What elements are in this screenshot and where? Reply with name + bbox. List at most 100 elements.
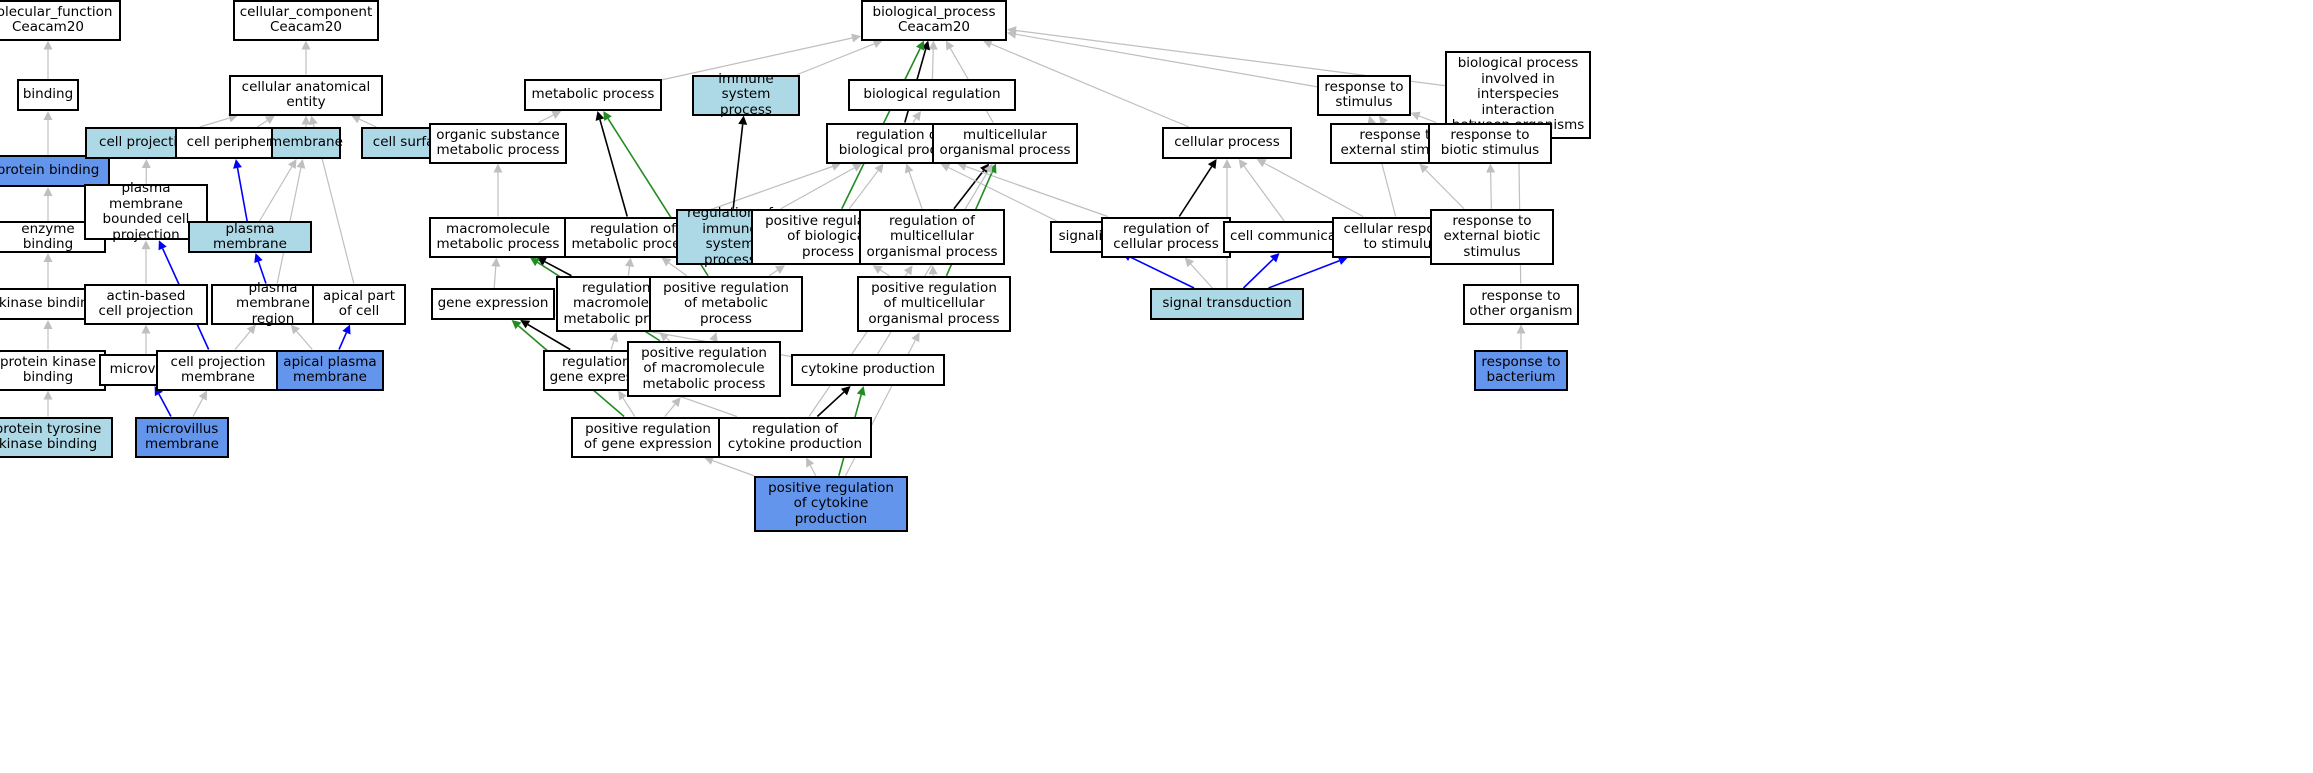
edge-regmcop-to-mcop (953, 170, 985, 210)
edge-arrowhead-cellproc-to-bp (982, 39, 993, 49)
edge-apm-to-apcell (338, 332, 348, 350)
edge-regmp-to-metab (599, 119, 628, 217)
go-term-node-pm: plasma membrane (188, 221, 312, 253)
go-term-node-mmp: macromolecule metabolic process (428, 216, 568, 258)
edge-mvmem-to-microvillus (158, 393, 172, 417)
go-term-node-cpmem: cell projection membrane (156, 349, 280, 391)
edge-arrowhead-regisp-to-immsys (738, 115, 748, 125)
edge-arrowhead-regcp-to-regbp (957, 162, 968, 171)
edge-cpmem-to-pmregion (234, 331, 251, 350)
go-term-node-posregmcop: positive regulation of multicellular org… (857, 275, 1011, 333)
go-term-node-bioreg: biological regulation (847, 79, 1017, 111)
go-term-node-metab: metabolic process (523, 79, 663, 111)
edge-arrowhead-mvmem-to-cpmem (198, 390, 207, 401)
go-term-node-respbact: response to bacterium (1474, 349, 1568, 391)
go-term-node-sigtrans: signal transduction (1150, 288, 1304, 320)
edge-pm-to-cellper (236, 167, 248, 222)
edge-arrowhead-posregcytoprod-to-regcytoprod (806, 457, 815, 468)
edge-arrowhead-respbact-to-respother (1516, 324, 1526, 334)
edge-arrowhead-ptkbind-to-pkbind (43, 390, 53, 400)
edge-arrowhead-regmmp-to-mmp (536, 257, 547, 266)
edge-arrowhead-posregmcop-to-mcop (988, 163, 997, 174)
go-term-node-mvmem: microvillus membrane (135, 416, 229, 458)
edge-arrowhead-kinbind-to-enzbind (43, 253, 53, 262)
edge-arrowhead-cae-to-cc (301, 40, 311, 50)
edge-posregmp-to-regmp (668, 262, 688, 277)
go-term-node-cytoprod: cytokine production (791, 354, 945, 386)
edge-arrowhead-posregmp-to-posregbp (775, 265, 785, 274)
edge-arrowhead-signaling-to-regbp (940, 163, 951, 172)
edge-arrowhead-binding-to-mf (43, 40, 53, 50)
edge-arrowhead-cellcomm-to-cellproc (1238, 159, 1248, 169)
edge-arrowhead-sigtrans-to-regcp (1184, 257, 1195, 268)
edge-geneexp-to-mmp (493, 266, 497, 289)
edge-posregcytoprod-to-posreggeneexp (712, 460, 755, 477)
edge-arrowhead-posregmcop-to-regmcop (928, 265, 938, 275)
edge-pm-to-membrane (259, 166, 293, 222)
edge-regmmp-to-regmp (627, 266, 631, 276)
go-term-node-posreggeneexp: positive regulation of gene expression (571, 416, 725, 458)
edge-arrowhead-bpinter-to-bp (1007, 26, 1017, 35)
go-term-node-apcell: apical part of cell (312, 283, 406, 325)
edge-resp-to-bp (1015, 33, 1318, 88)
edge-arrowhead-regmcop-to-regbp (904, 163, 914, 174)
edge-arrowhead-apm-to-pmregion (290, 324, 300, 335)
edge-regcp-to-regbp (965, 165, 1108, 218)
edge-sigtrans-to-signaling (1129, 256, 1195, 289)
edge-arrowhead-posreggeneexp-to-posregmmp (671, 397, 681, 408)
edge-arrowhead-sigtrans-to-cellresp (1337, 256, 1348, 265)
go-term-node-cae: cellular anatomical entity (229, 74, 383, 116)
edge-immsys-to-bp (797, 43, 875, 76)
edge-arrowhead-regbp-to-bioreg (912, 111, 921, 121)
go-term-node-bp: biological_process Ceacam20 (860, 0, 1008, 41)
edge-arrowhead-posregmcop-to-posregbp (872, 265, 883, 274)
edge-arrowhead-cellsurf-to-cae (351, 115, 362, 124)
edge-posregmp-to-posregbp (768, 269, 778, 277)
edge-arrowhead-pkbind-to-kinbind (43, 320, 53, 329)
edge-cellper-to-cae (257, 119, 268, 128)
go-term-node-geneexp: gene expression (431, 288, 555, 320)
edge-sigtrans-to-cellresp (1268, 259, 1340, 289)
edge-arrowhead-sigtrans-to-cellproc (1222, 159, 1232, 168)
edge-regisp-to-immsys (732, 124, 744, 209)
go-term-node-pkbind: protein kinase binding (0, 349, 106, 391)
edge-arrowhead-abcp-to-pmbcp (141, 240, 151, 250)
edge-arrowhead-regisp-to-regbp (852, 163, 863, 172)
go-term-node-respother: response to other organism (1463, 283, 1579, 325)
edge-arrowhead-bioreg-to-bp (928, 40, 938, 50)
go-term-node-posregmmp: positive regulation of macromolecule met… (627, 340, 781, 398)
go-term-node-regcp: regulation of cellular process (1100, 216, 1232, 258)
edge-posregcytoprod-to-regcytoprod (809, 465, 817, 477)
edge-osmp-to-metab (538, 114, 554, 124)
edge-sigtrans-to-regcp (1190, 263, 1213, 289)
edge-posregbp-to-regbp (848, 170, 879, 210)
edge-regcytoprod-to-cytoprod (816, 391, 845, 418)
go-term-node-mf: molecular_function Ceacam20 (0, 0, 122, 41)
go-term-node-respbio: response to biotic stimulus (1428, 122, 1552, 164)
edge-arrowhead-regcytoprod-to-cytoprod (840, 386, 851, 396)
go-term-node-osmp: organic substance metabolic process (428, 122, 568, 164)
edge-arrowhead-pm-to-cellper (233, 159, 242, 169)
edge-arrowhead-pmbcp-to-cellproj (141, 159, 151, 168)
edge-arrowhead-posreggeneexp-to-reggeneexp (618, 390, 627, 401)
edge-arrowhead-membrane-to-cae (301, 115, 311, 125)
edge-metab-to-bp (662, 37, 853, 81)
edge-reggeneexp-to-regmmp (610, 340, 615, 350)
go-term-node-cc: cellular_component Ceacam20 (232, 0, 380, 41)
edge-arrowhead-osmp-to-metab (551, 111, 562, 120)
go-term-node-immsys: immune system process (691, 71, 801, 118)
edge-pmregion-to-pm (257, 261, 267, 284)
edge-cellsurf-to-cae (359, 118, 377, 128)
go-term-node-cellper: cell periphery (175, 127, 291, 159)
go-term-node-apm: apical plasma membrane (275, 349, 385, 391)
edge-arrowhead-respbio-to-resp (1410, 111, 1421, 121)
edge-arrowhead-geneexp-to-mmp (491, 257, 501, 267)
go-term-node-cellproc: cellular process (1161, 127, 1293, 159)
edge-arrowhead-cpmem-to-pmbcp (158, 240, 167, 251)
go-term-node-protbind: protein binding (0, 155, 110, 187)
edge-arrowhead-posregbp-to-regbp (874, 163, 884, 174)
edge-arrowhead-posregcytoprod-to-posreggeneexp (704, 456, 714, 465)
edge-arrowhead-posreggeneexp-to-geneexp (511, 320, 522, 330)
go-term-node-pmregion: plasma membrane region (211, 280, 335, 327)
